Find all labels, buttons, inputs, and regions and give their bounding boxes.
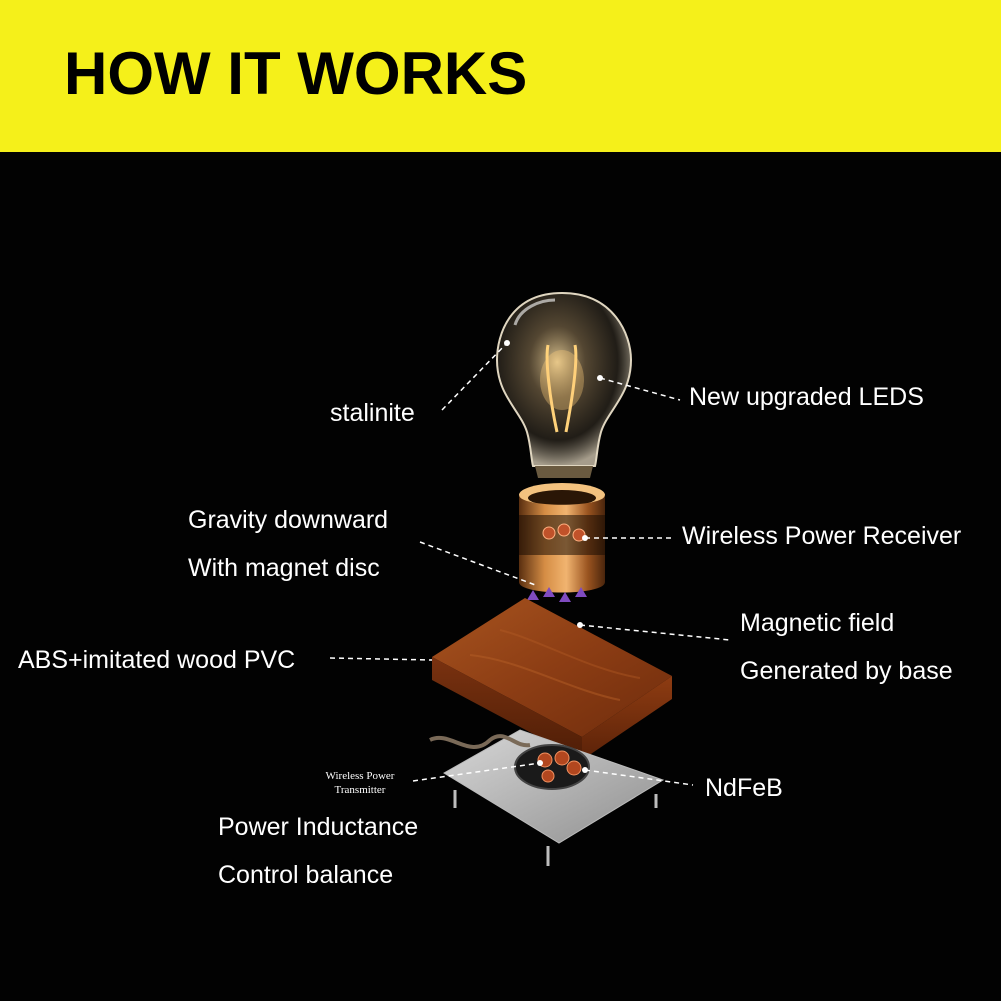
label-magnetic-field: Magnetic field <box>740 609 895 637</box>
leader-leds <box>599 377 681 401</box>
label-power-inductance: Power Inductance <box>218 813 419 841</box>
header-banner: HOW IT WORKS <box>0 0 1001 152</box>
label-wireless-power-transmitter-2: Transmitter <box>334 784 386 796</box>
label-stalinite: stalinite <box>330 399 415 427</box>
leader-transmitter <box>412 762 541 782</box>
leader-abs <box>329 657 433 661</box>
light-bulb <box>495 291 633 478</box>
wireless-power-receiver <box>519 483 605 593</box>
page-title: HOW IT WORKS <box>64 40 528 107</box>
leader-stalinite <box>441 342 508 411</box>
label-new-upgraded-leds: New upgraded LEDS <box>689 383 924 411</box>
label-control-balance: Control balance <box>218 861 394 889</box>
leader-lines <box>329 342 731 786</box>
wooden-base <box>432 598 672 760</box>
leader-gravity <box>419 541 539 587</box>
label-magnet-disc: With magnet disc <box>188 554 380 582</box>
leader-ndfeb <box>584 769 694 786</box>
transmitter-plate <box>429 729 665 866</box>
label-abs-imitated-wood: ABS+imitated wood PVC <box>18 646 296 674</box>
leader-magnetic <box>579 624 731 641</box>
label-wireless-power-transmitter-1: Wireless Power <box>325 770 395 782</box>
diagram-background <box>0 152 1001 1001</box>
label-gravity-downward: Gravity downward <box>188 506 389 534</box>
leader-dots <box>504 340 603 773</box>
label-generated-by-base: Generated by base <box>740 657 953 685</box>
label-ndfeb: NdFeB <box>705 774 783 802</box>
label-wireless-power-receiver: Wireless Power Receiver <box>682 522 962 550</box>
